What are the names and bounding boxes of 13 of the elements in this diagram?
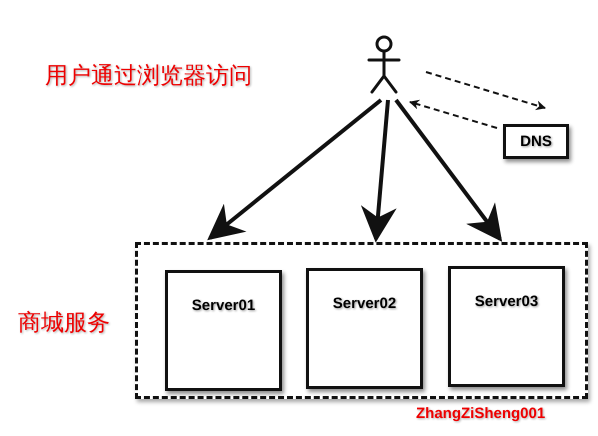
arrow bbox=[409, 100, 498, 129]
server-box: Server01 bbox=[165, 270, 282, 391]
author-signature: ZhangZiSheng001 bbox=[416, 405, 546, 422]
server-box: Server03 bbox=[448, 266, 565, 387]
group-label: 商城服务 bbox=[18, 308, 110, 337]
server-box: Server02 bbox=[306, 268, 423, 389]
group-frame bbox=[135, 242, 588, 399]
arrow bbox=[360, 100, 397, 243]
caption-text: 用户通过浏览器访问 bbox=[45, 61, 252, 90]
arrow bbox=[207, 98, 382, 240]
dns-box: DNS bbox=[503, 124, 569, 159]
arrow bbox=[426, 71, 546, 110]
arrow bbox=[394, 98, 502, 242]
